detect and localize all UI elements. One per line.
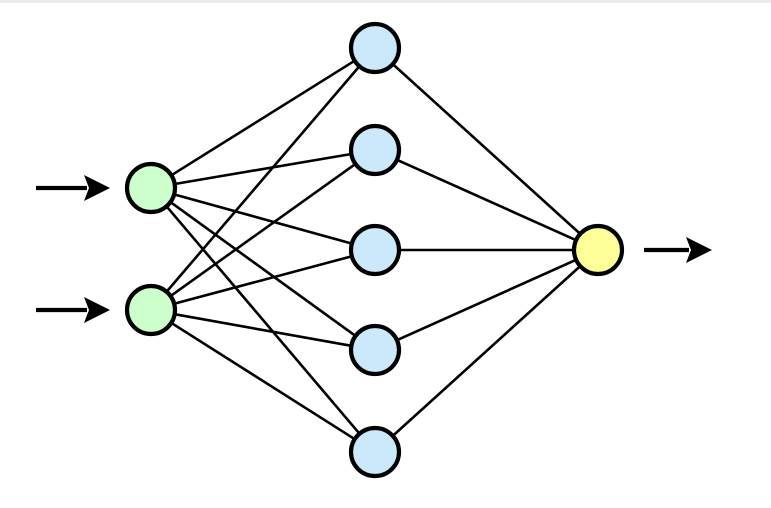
edge-i1-h4 bbox=[168, 200, 358, 338]
edge-h1-o1 bbox=[390, 62, 583, 236]
input-layer-node-circle[interactable] bbox=[124, 283, 178, 337]
node-h2[interactable] bbox=[348, 123, 402, 177]
edge-i2-h1 bbox=[164, 64, 362, 294]
edge-h2-o1 bbox=[394, 158, 579, 242]
edge-i1-h1 bbox=[169, 58, 357, 178]
edge-h5-o1 bbox=[390, 264, 583, 438]
edge-h4-o1 bbox=[394, 258, 579, 342]
hidden-layer-node-circle[interactable] bbox=[348, 323, 402, 377]
node-i1[interactable] bbox=[124, 161, 178, 215]
hidden-layer-node-circle[interactable] bbox=[348, 425, 402, 479]
node-h5[interactable] bbox=[348, 425, 402, 479]
input-arrow-bottom-head bbox=[84, 297, 110, 323]
node-h3[interactable] bbox=[348, 223, 402, 277]
edge-i1-h5 bbox=[164, 204, 362, 436]
node-h4[interactable] bbox=[348, 323, 402, 377]
nodes-group bbox=[124, 21, 625, 479]
edge-i2-h5 bbox=[169, 320, 357, 442]
node-h1[interactable] bbox=[348, 21, 402, 75]
hidden-layer-node-circle[interactable] bbox=[348, 21, 402, 75]
input-arrow-top-head bbox=[84, 175, 110, 201]
io-arrows-group bbox=[36, 175, 712, 323]
edge-i2-h3 bbox=[172, 254, 354, 306]
node-i2[interactable] bbox=[124, 283, 178, 337]
node-o1[interactable] bbox=[571, 223, 625, 277]
output-arrow-head bbox=[686, 237, 712, 263]
edges-group bbox=[164, 58, 583, 442]
hidden-layer-node-circle[interactable] bbox=[348, 223, 402, 277]
edge-i2-h4 bbox=[172, 312, 354, 348]
edge-i1-h2 bbox=[172, 152, 354, 186]
output-layer-node-circle[interactable] bbox=[571, 223, 625, 277]
input-layer-node-circle[interactable] bbox=[124, 161, 178, 215]
edge-i2-h2 bbox=[168, 162, 358, 298]
hidden-layer-node-circle[interactable] bbox=[348, 123, 402, 177]
edge-i1-h3 bbox=[172, 192, 354, 246]
